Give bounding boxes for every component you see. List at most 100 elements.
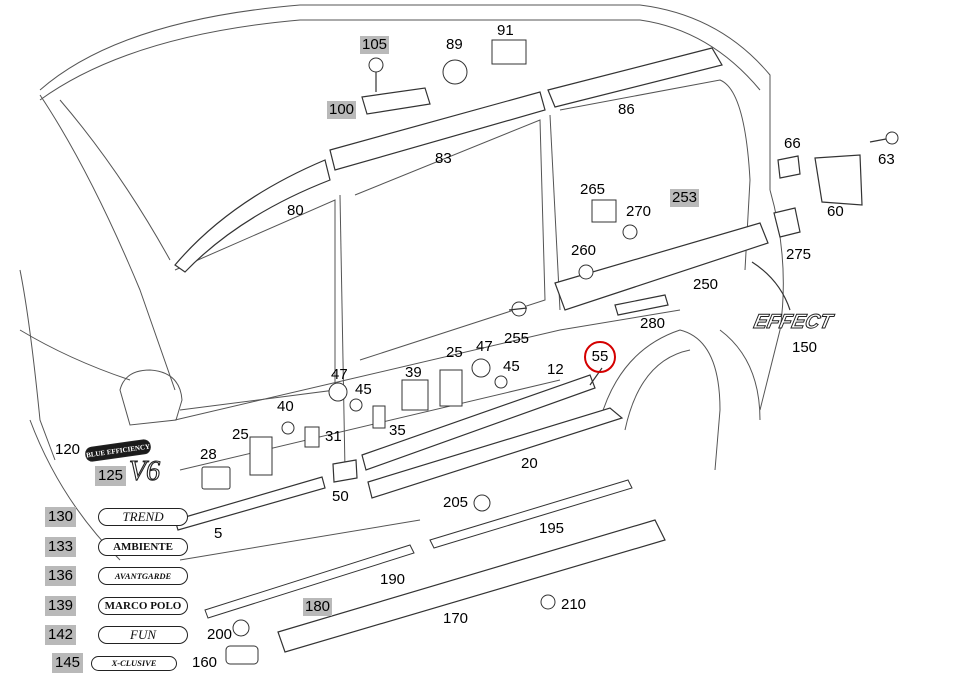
rear-window	[559, 79, 751, 271]
callout-270: 270	[626, 203, 652, 220]
sliding-door-molding-lower	[367, 407, 624, 499]
clip-pack-39	[401, 379, 429, 411]
screw-shaft-255	[508, 307, 528, 311]
screw-head-210	[540, 594, 556, 610]
molding-connector	[332, 459, 358, 483]
callout-60: 60	[827, 203, 844, 220]
badge-number: 142	[45, 625, 77, 645]
callout-91: 91	[497, 22, 514, 39]
badge-emblem-v6: V6	[128, 455, 161, 487]
grommet-47b	[471, 358, 491, 378]
sill-rail-rear	[429, 479, 633, 549]
effect-arrow	[751, 261, 791, 311]
rear-body	[759, 189, 784, 411]
callout-31: 31	[325, 428, 342, 445]
callout-180: 180	[303, 598, 333, 616]
screw-head-270	[622, 224, 638, 240]
end-cap	[773, 207, 801, 238]
clip-31	[304, 426, 320, 448]
callout-210: 210	[561, 596, 587, 613]
callout-200: 200	[207, 626, 233, 643]
screw-head-63	[885, 131, 899, 145]
callout-45a: 45	[355, 381, 372, 398]
c-pillar	[549, 114, 561, 311]
clip-66	[777, 155, 801, 179]
rear-bumper	[719, 329, 761, 421]
mirror	[119, 369, 183, 426]
sill-rail-front	[204, 544, 415, 619]
badge-number: 125	[95, 466, 127, 486]
badge-number: 120	[55, 441, 81, 458]
callout-45b: 45	[503, 358, 520, 375]
callout-86: 86	[618, 101, 635, 118]
roof-rail-rear	[547, 47, 723, 108]
screw-head-40	[281, 421, 295, 435]
clip-91	[491, 39, 527, 65]
hood-line	[19, 329, 131, 381]
windscreen-edge	[59, 99, 171, 261]
roof-outline	[39, 4, 771, 190]
callout-195: 195	[539, 520, 565, 537]
windscreen-pillar	[39, 94, 176, 391]
badge-emblem-ambiente: AMBIENTE	[98, 538, 189, 556]
badge-number: 133	[45, 537, 77, 557]
badge-130: 130 TREND	[45, 507, 189, 527]
wheel-arch-inner	[624, 349, 691, 431]
callout-80: 80	[287, 202, 304, 219]
cap-200	[232, 619, 250, 637]
lower-body	[179, 379, 561, 471]
callout-25c: 25	[446, 344, 463, 361]
clip-265	[591, 199, 617, 223]
callout-12: 12	[547, 361, 564, 378]
door-bottom	[179, 519, 421, 561]
badge-145: 145 X-CLUSIVE	[52, 653, 178, 673]
screw-shaft-63	[869, 138, 887, 143]
badge-number: 139	[45, 596, 77, 616]
callout-40: 40	[277, 398, 294, 415]
sill-panel	[277, 519, 666, 653]
rear-wheel-arch	[599, 329, 721, 471]
front-door-molding	[174, 476, 326, 531]
screw-head-45b	[494, 375, 508, 389]
badge-142: 142 FUN	[45, 625, 189, 645]
callout-260: 260	[571, 242, 597, 259]
clip-pack-28	[201, 466, 231, 490]
badge-number: 145	[52, 653, 84, 673]
callout-275: 275	[786, 246, 812, 263]
badge-133: 133 AMBIENTE	[45, 537, 189, 557]
sliding-door-molding-upper	[361, 374, 596, 471]
callout-39: 39	[405, 364, 422, 381]
body-belt-line	[174, 309, 681, 421]
callout-25b: 25	[232, 426, 249, 443]
callout-66: 66	[784, 135, 801, 152]
badge-emblem-marco-polo: MARCO POLO	[98, 597, 189, 615]
callout-89: 89	[446, 36, 463, 53]
callout-83: 83	[435, 150, 452, 167]
clip-pack-25c	[439, 369, 463, 407]
callout-265: 265	[580, 181, 606, 198]
callout-190: 190	[380, 571, 406, 588]
callout-100: 100	[327, 101, 357, 119]
callout-253: 253	[670, 189, 700, 207]
callout-250: 250	[693, 276, 719, 293]
roof-rail-mid	[329, 91, 546, 171]
badge-136: 136 AVANTGARDE	[45, 566, 189, 586]
badge-number: 136	[45, 566, 77, 586]
callout-47a: 47	[331, 366, 348, 383]
clip-pack-25b	[249, 436, 273, 476]
callout-55-highlighted: 55	[584, 341, 616, 373]
callout-170: 170	[443, 610, 469, 627]
rear-strip	[614, 294, 669, 316]
badge-number: 130	[45, 507, 77, 527]
badge-125: 125	[95, 466, 127, 486]
front-door-window	[174, 199, 336, 411]
badge-120: 120 BLUE EFFICIENCY	[52, 437, 152, 463]
callout-50: 50	[332, 488, 349, 505]
roof-inner	[39, 19, 761, 101]
badge-139: 139 MARCO POLO	[45, 596, 189, 616]
body-front	[19, 269, 56, 461]
callout-280: 280	[640, 315, 666, 332]
badge-emblem-avantgarde: AVANTGARDE	[98, 567, 189, 585]
plug-160	[225, 645, 259, 665]
roof-rail-front	[174, 159, 331, 273]
